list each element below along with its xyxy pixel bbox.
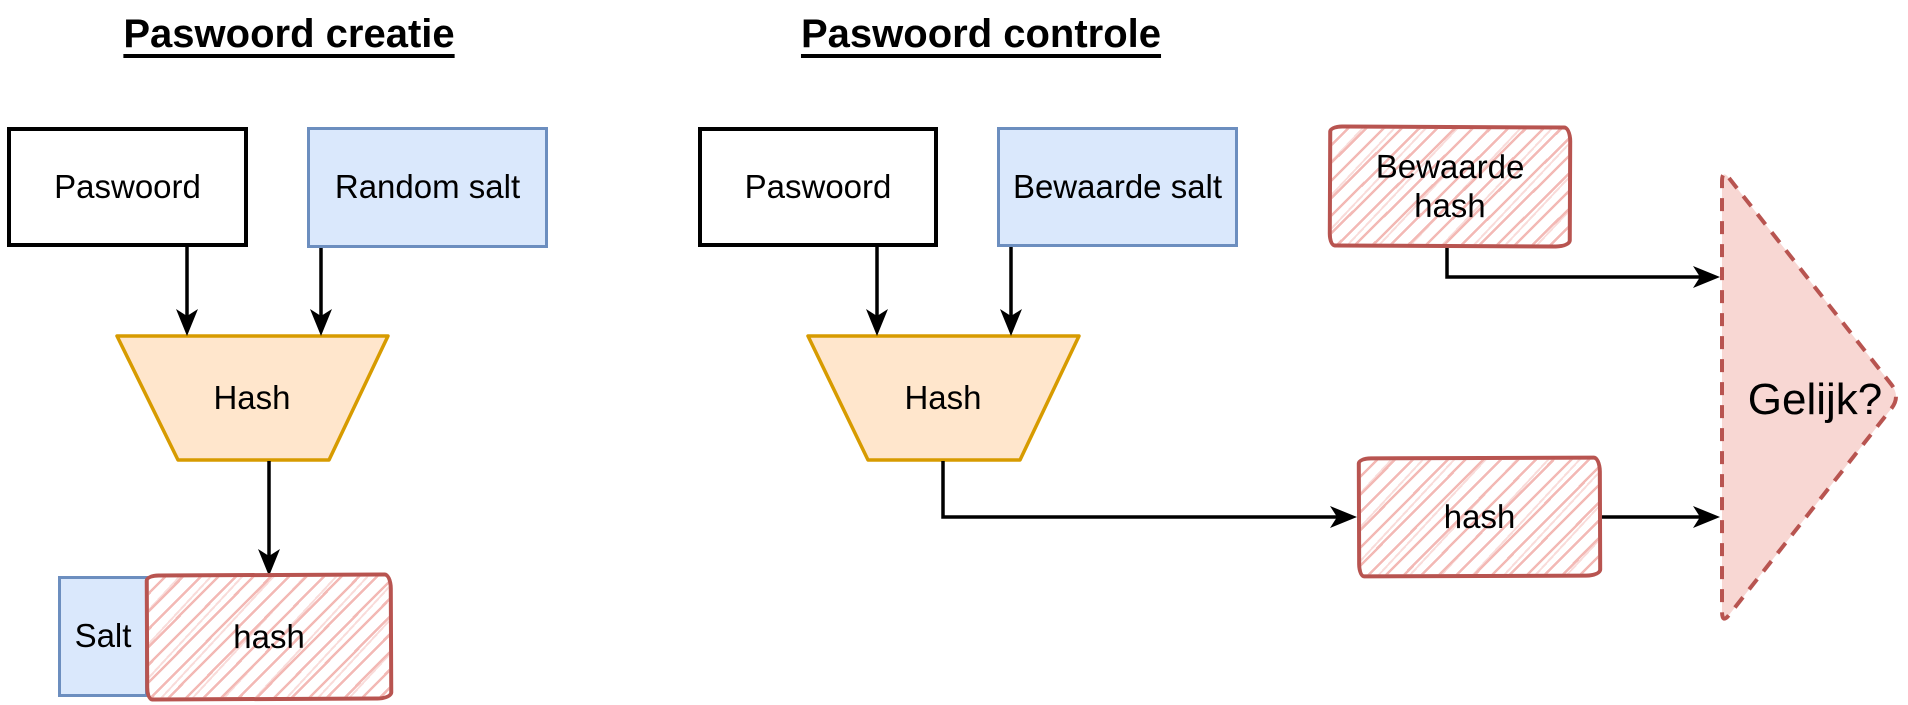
password-box-left: Paswoord <box>7 127 248 247</box>
hash-label-right: Hash <box>904 379 982 416</box>
result-salt-label: Salt <box>74 617 132 655</box>
arrowhead <box>1330 506 1357 528</box>
computed-hash-label: hash <box>1443 497 1516 535</box>
hash-label-left: Hash <box>213 379 291 416</box>
arrowhead <box>866 309 888 336</box>
random-salt-box: Random salt <box>307 127 548 248</box>
result-hash-box: hash <box>144 572 394 702</box>
arrowhead <box>258 549 280 576</box>
arrowhead <box>310 309 332 336</box>
title-password-check: Paswoord controle <box>800 12 1162 56</box>
arrowhead <box>1000 309 1022 336</box>
stored-salt-box: Bewaarde salt <box>997 127 1238 247</box>
password-box-right-label: Paswoord <box>744 167 892 205</box>
arrowhead <box>176 309 198 336</box>
password-box-right: Paswoord <box>698 127 938 247</box>
arrowhead <box>1693 506 1720 528</box>
compare-label: Gelijk? <box>1747 375 1883 424</box>
arrow-hash-to-computed-hash <box>941 461 1337 519</box>
stored-salt-label: Bewaarde salt <box>1012 167 1223 205</box>
stored-hash-label: Bewaarde hash <box>1375 147 1525 224</box>
password-box-left-label: Paswoord <box>54 167 201 205</box>
title-password-creation: Paswoord creatie <box>123 12 455 56</box>
arrowhead <box>1693 266 1720 288</box>
compare-triangle <box>1720 172 1898 621</box>
computed-hash-box: hash <box>1356 455 1603 579</box>
hash-trapezoid-right <box>806 334 1081 462</box>
result-hash-label: hash <box>233 617 305 655</box>
arrow-stored-hash-to-compare <box>1445 248 1700 279</box>
result-salt-box: Salt <box>58 576 148 697</box>
stored-hash-box: Bewaarde hash <box>1327 124 1573 249</box>
random-salt-label: Random salt <box>334 168 521 206</box>
hash-trapezoid-left <box>115 334 390 462</box>
